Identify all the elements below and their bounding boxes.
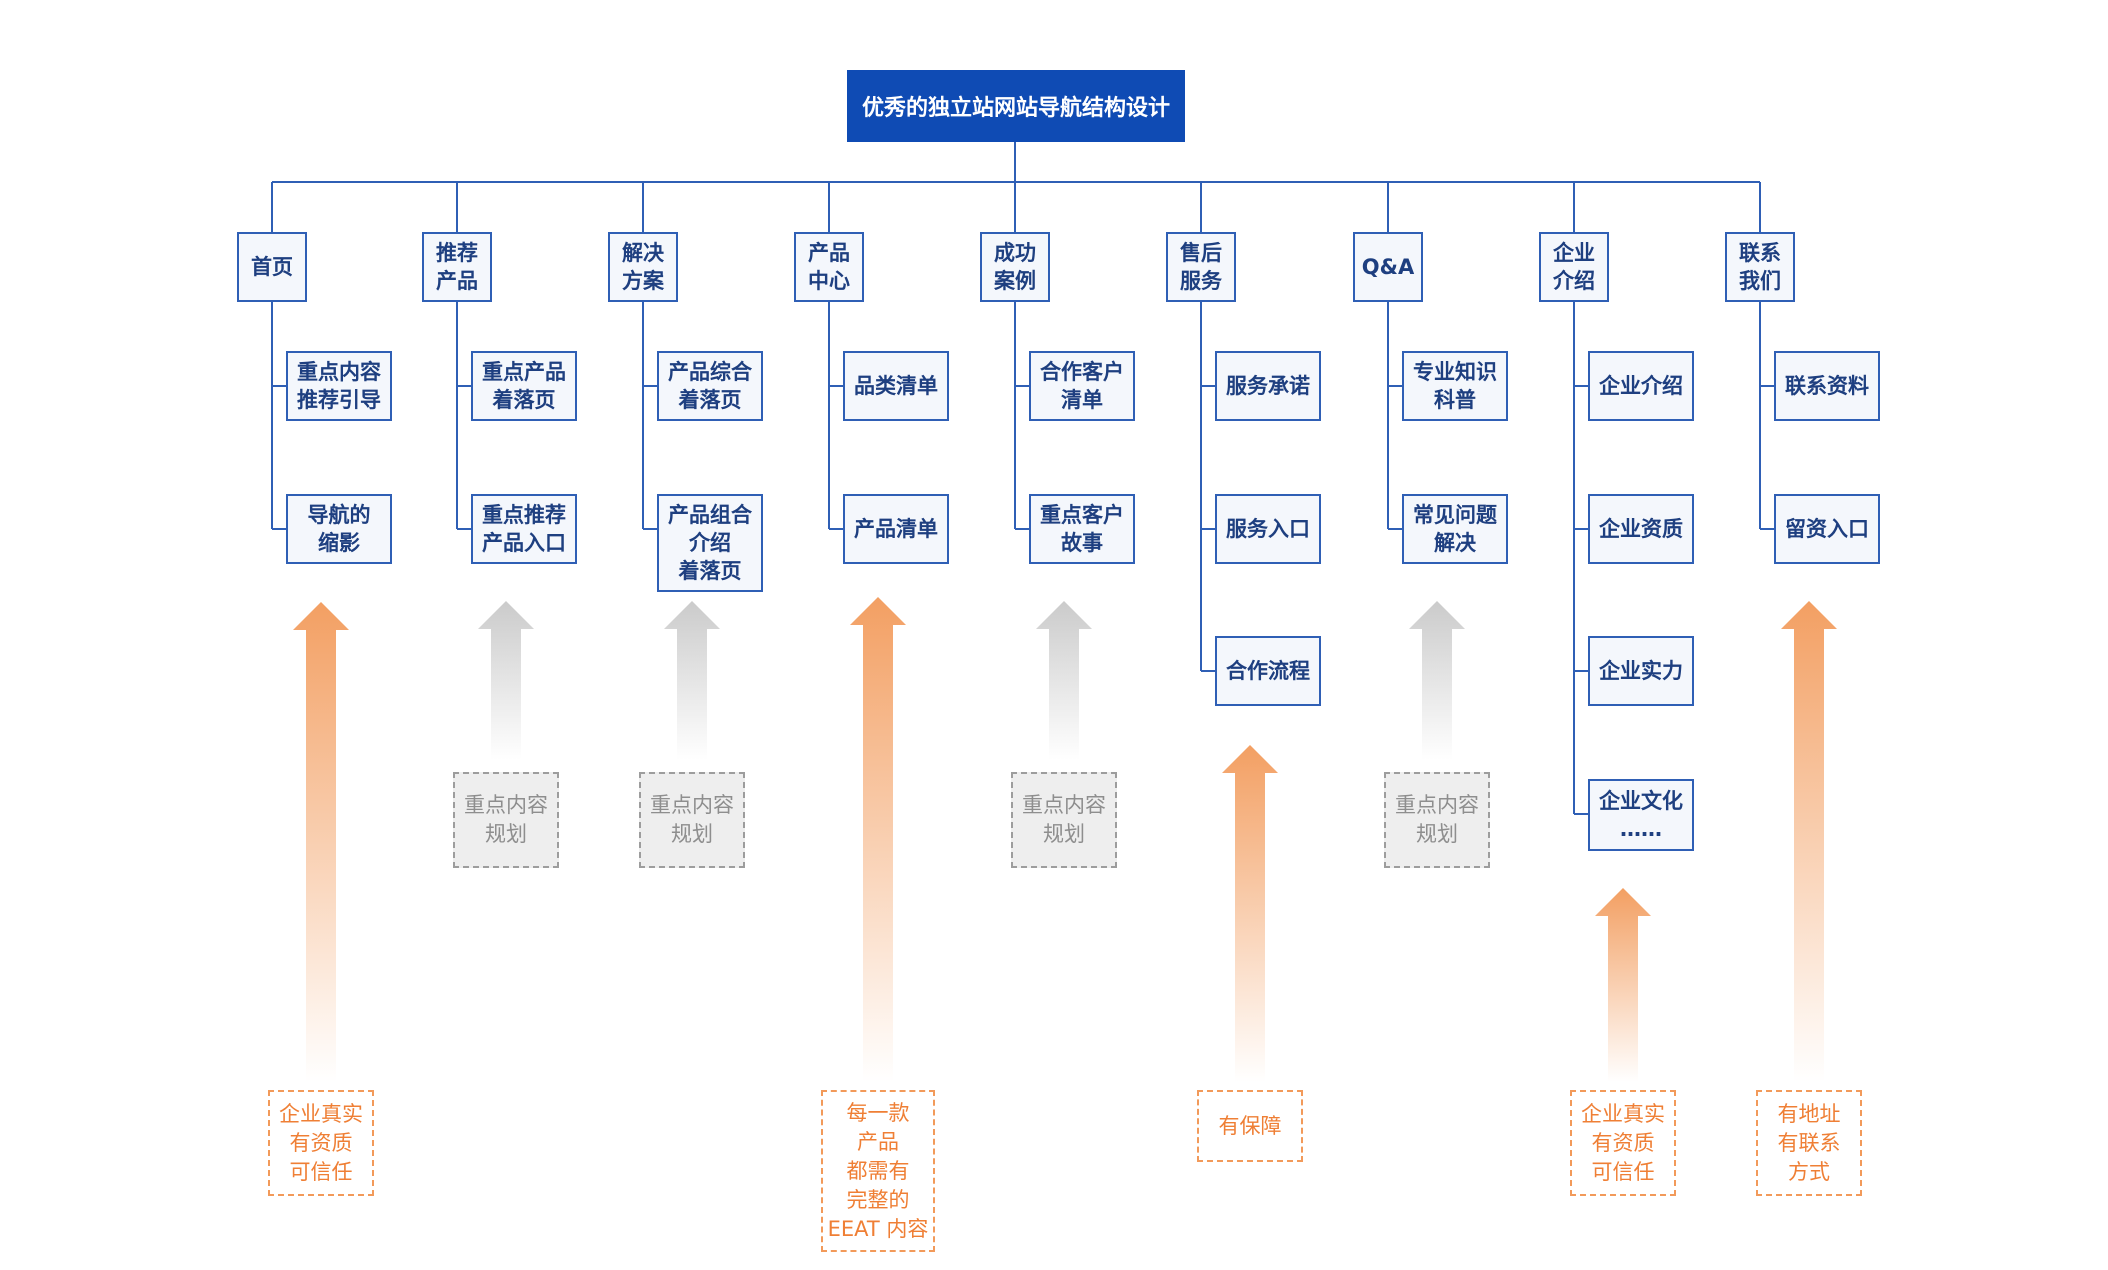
gray-up-arrow: [478, 601, 534, 760]
child-box: 合作客户 清单: [1029, 351, 1135, 421]
root-title: 优秀的独立站网站导航结构设计: [847, 70, 1185, 142]
orange-up-arrow: [293, 602, 349, 1082]
planning-note: 重点内容 规划: [453, 772, 559, 868]
category-box: 企业 介绍: [1539, 232, 1609, 302]
child-box: 联系资料: [1774, 351, 1880, 421]
child-box: 服务入口: [1215, 494, 1321, 564]
orange-up-arrow: [1595, 888, 1651, 1082]
child-box: 企业文化 ……: [1588, 779, 1694, 851]
child-box: 常见问题 解决: [1402, 494, 1508, 564]
child-box: 重点内容 推荐引导: [286, 351, 392, 421]
orange-up-arrow: [1781, 601, 1837, 1082]
category-box: 售后 服务: [1166, 232, 1236, 302]
gray-up-arrow: [1036, 601, 1092, 760]
category-box: 产品 中心: [794, 232, 864, 302]
child-box: 服务承诺: [1215, 351, 1321, 421]
child-box: 导航的 缩影: [286, 494, 392, 564]
child-box: 企业资质: [1588, 494, 1694, 564]
planning-note: 重点内容 规划: [1384, 772, 1490, 868]
value-note: 企业真实 有资质 可信任: [1570, 1090, 1676, 1196]
child-box: 留资入口: [1774, 494, 1880, 564]
planning-note: 重点内容 规划: [1011, 772, 1117, 868]
child-box: 企业介绍: [1588, 351, 1694, 421]
category-box: 成功 案例: [980, 232, 1050, 302]
child-box: 品类清单: [843, 351, 949, 421]
child-box: 企业实力: [1588, 636, 1694, 706]
value-note: 企业真实 有资质 可信任: [268, 1090, 374, 1196]
planning-note: 重点内容 规划: [639, 772, 745, 868]
orange-up-arrow: [850, 597, 906, 1082]
value-note: 有地址 有联系 方式: [1756, 1090, 1862, 1196]
category-box: Q&A: [1353, 232, 1423, 302]
child-box: 合作流程: [1215, 636, 1321, 706]
child-box: 重点客户 故事: [1029, 494, 1135, 564]
child-box: 专业知识 科普: [1402, 351, 1508, 421]
category-box: 推荐 产品: [422, 232, 492, 302]
child-box: 产品综合 着落页: [657, 351, 763, 421]
value-note: 每一款 产品 都需有 完整的 EEAT 内容: [821, 1090, 935, 1252]
child-box: 产品组合 介绍 着落页: [657, 494, 763, 592]
child-box: 重点产品 着落页: [471, 351, 577, 421]
value-note: 有保障: [1197, 1090, 1303, 1162]
category-box: 首页: [237, 232, 307, 302]
child-box: 重点推荐 产品入口: [471, 494, 577, 564]
child-box: 产品清单: [843, 494, 949, 564]
orange-up-arrow: [1222, 745, 1278, 1082]
gray-up-arrow: [664, 601, 720, 760]
category-box: 联系 我们: [1725, 232, 1795, 302]
gray-up-arrow: [1409, 601, 1465, 760]
category-box: 解决 方案: [608, 232, 678, 302]
